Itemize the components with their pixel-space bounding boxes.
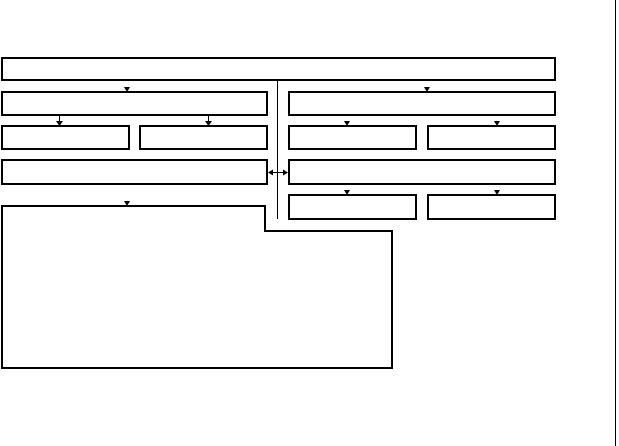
arrow-to-right-bottom-b (494, 190, 500, 195)
top-bar (1, 57, 556, 81)
arrow-top-to-left-section (124, 87, 130, 92)
right-middle-bar (288, 159, 556, 185)
arrow-top-to-right-section (424, 87, 430, 92)
left-section (1, 91, 268, 116)
arrow-to-right-bottom-a (344, 190, 350, 195)
arrow-to-large-panel (124, 201, 130, 206)
bidirectional-arrow-left (268, 169, 273, 176)
large-panel (1, 205, 393, 369)
right-child-a (288, 125, 417, 150)
left-child-a (1, 125, 130, 150)
left-child-b (139, 125, 268, 150)
right-bottom-b (427, 194, 556, 220)
right-child-b (427, 125, 556, 150)
bidirectional-arrow-right (283, 169, 288, 176)
arrow-to-left-child-b (205, 121, 212, 126)
arrow-to-right-child-b (494, 121, 500, 126)
right-bottom-a (288, 194, 417, 220)
arrow-to-right-child-a (344, 121, 350, 126)
arrow-to-left-child-a (56, 121, 63, 126)
left-middle-bar (1, 159, 268, 185)
right-section (288, 91, 556, 116)
